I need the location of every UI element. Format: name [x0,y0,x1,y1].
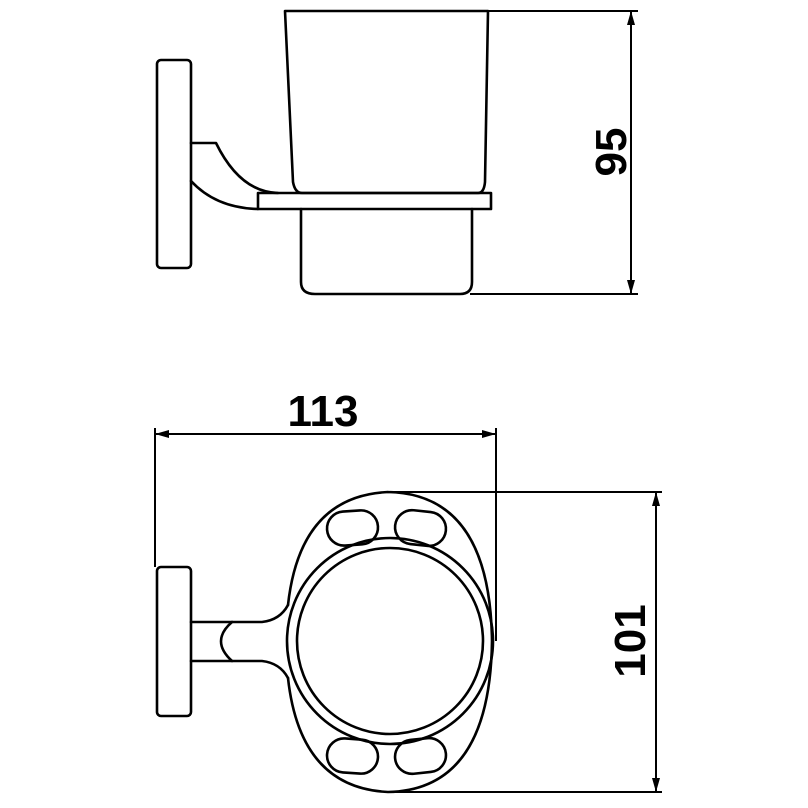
width-label: 113 [288,387,359,436]
height-label: 95 [587,128,636,177]
ring-outer [285,536,495,746]
brush-slot [325,737,380,775]
height-dimension: 95 [470,10,638,295]
arm-upper [189,603,290,624]
depth-label: 101 [606,604,655,677]
tumbler-lower [299,207,474,296]
wall-plate-side [155,58,193,270]
tumbler-upper [283,9,490,195]
arm-bottom-edge [189,179,260,211]
depth-dimension: 101 [388,491,662,793]
ring-inner [295,546,485,736]
width-dimension: 113 [154,387,497,641]
brush-slot [393,508,448,548]
wall-plate-top [155,565,193,718]
brush-slot [393,736,448,776]
top-view [155,490,495,794]
arm-lower [189,659,290,680]
holder-ring-side [256,191,493,211]
side-view [155,9,493,296]
arm-curve [219,620,234,663]
brush-slot [325,509,380,547]
arm-top-edge [189,141,280,195]
holder-outline [286,490,494,794]
